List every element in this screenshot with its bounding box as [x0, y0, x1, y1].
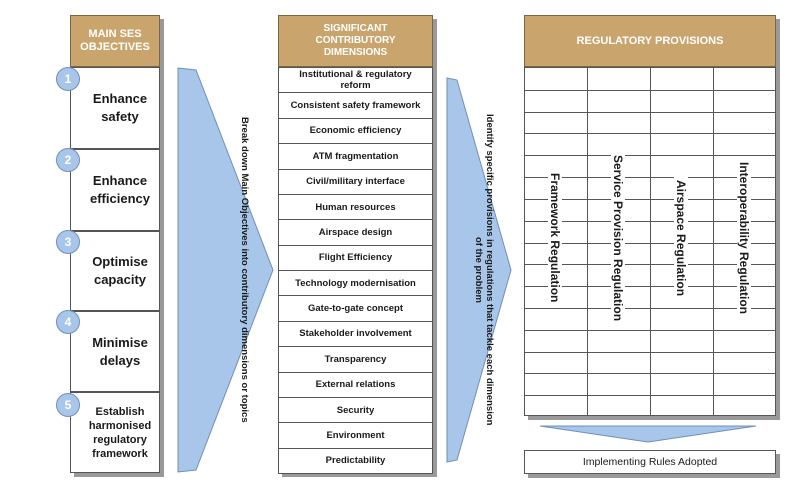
dimension-item: Environment: [278, 422, 433, 449]
provision-interoperability-label: Interoperability Regulation: [737, 157, 751, 318]
arrow2-text: Identify specific provisions in regulati…: [473, 114, 495, 426]
provision-service-label: Service Provision Regulation: [611, 150, 625, 326]
provisions-header: REGULATORY PROVISIONS: [524, 15, 776, 67]
number-badge-3: 3: [56, 230, 80, 254]
dimension-item: Technology modernisation: [278, 270, 433, 297]
dimension-item: Gate-to-gate concept: [278, 295, 433, 322]
dimension-item: Transparency: [278, 346, 433, 373]
arrow-breakdown: [177, 67, 274, 473]
implementing-rules-box: Implementing Rules Adopted: [524, 450, 776, 474]
number-badge-4: 4: [56, 310, 80, 334]
provisions-grid: Framework Regulation Service Provision R…: [524, 67, 776, 416]
number-badge-5: 5: [56, 393, 80, 417]
dimension-item: Security: [278, 396, 433, 424]
objective-2: Enhance efficiency: [70, 149, 160, 231]
arrow-identify: [446, 77, 512, 463]
objective-4: Minimise delays: [70, 311, 160, 392]
dimension-item: Institutional & regulatory reform: [278, 67, 433, 94]
dimension-item: Airspace design: [278, 219, 433, 246]
objective-3-label: Optimise capacity: [92, 254, 148, 287]
objective-1: Enhance safety: [70, 67, 160, 149]
objective-2-label: Enhance efficiency: [90, 173, 150, 206]
dimensions-title: SIGNIFICANT CONTRIBUTORY DIMENSIONS: [315, 23, 396, 58]
provision-airspace-label: Airspace Regulation: [674, 175, 688, 301]
provision-framework-label: Framework Regulation: [548, 169, 562, 307]
dimension-item: Human resources: [278, 193, 433, 221]
implementing-rules-label: Implementing Rules Adopted: [582, 456, 718, 468]
arrow-down-implementing: [539, 425, 757, 443]
objective-5-label: Establish harmonised regulatory framewor…: [88, 405, 152, 460]
provision-interoperability: Interoperability Regulation: [734, 128, 754, 348]
dimension-item: External relations: [278, 371, 433, 398]
number-badge-2: 2: [56, 148, 80, 172]
dimension-item: Predictability: [278, 447, 433, 474]
dimension-item: Stakeholder involvement: [278, 320, 433, 348]
dimension-item: Consistent safety framework: [278, 92, 433, 119]
dimension-item: Civil/military interface: [278, 168, 433, 195]
provisions-title: REGULATORY PROVISIONS: [576, 35, 724, 47]
provision-airspace: Airspace Regulation: [671, 128, 691, 348]
number-badge-1: 1: [56, 67, 80, 91]
provision-service: Service Provision Regulation: [608, 128, 628, 348]
arrow1-text: Break down Main Objectives into contribu…: [239, 117, 250, 423]
dimension-item: Economic efficiency: [278, 117, 433, 145]
objectives-title: MAIN SES OBJECTIVES: [80, 28, 150, 53]
objectives-header: MAIN SES OBJECTIVES: [70, 15, 160, 67]
dimensions-header: SIGNIFICANT CONTRIBUTORY DIMENSIONS: [278, 15, 433, 67]
objective-1-label: Enhance safety: [92, 91, 148, 124]
dimension-item: Flight Efficiency: [278, 244, 433, 271]
provision-framework: Framework Regulation: [545, 128, 565, 348]
objective-4-label: Minimise delays: [92, 334, 148, 368]
objective-5: Establish harmonised regulatory framewor…: [70, 392, 160, 473]
objective-3: Optimise capacity: [70, 231, 160, 311]
dimension-item: ATM fragmentation: [278, 143, 433, 170]
